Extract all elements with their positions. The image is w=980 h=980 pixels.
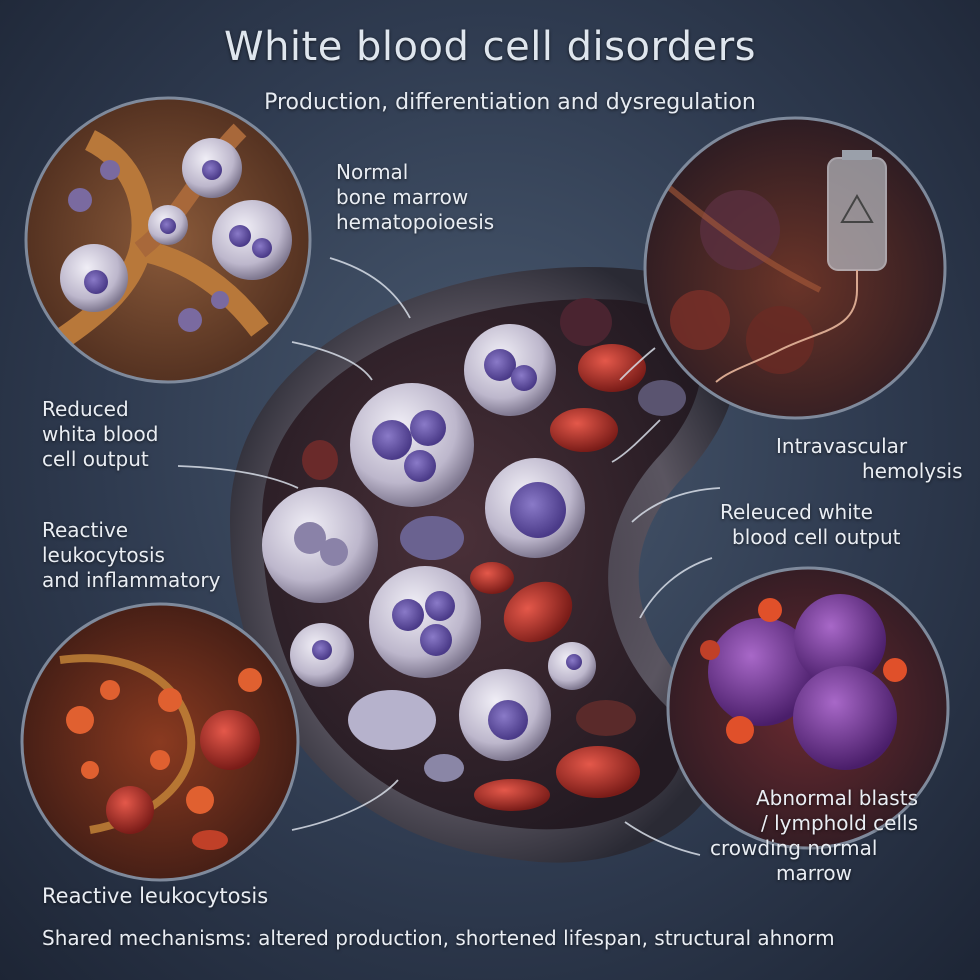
iv-bag-icon: [715, 150, 887, 383]
inset-hemolysis: [643, 116, 947, 420]
label-line: Normal: [336, 160, 409, 184]
label-reactive-bottom: Reactive leukocytosis: [42, 884, 269, 908]
label-reduced-output-right: Releuced white blood cell output: [720, 500, 901, 550]
label-reduced-output-left: Reduced whita blood cell output: [42, 397, 158, 472]
label-line: and inflammatory: [42, 568, 221, 592]
label-line: Intravascular: [776, 434, 908, 458]
wbc-cell: [464, 324, 556, 416]
page-title: White blood cell disorders: [224, 24, 756, 70]
label-line: / lymphold cells: [760, 811, 918, 835]
label-line: cell output: [42, 447, 149, 471]
wbc-cell: [485, 458, 585, 558]
label-line: blood cell output: [732, 525, 901, 549]
label-normal-marrow: Normal bone marrow hematopoioesis: [336, 160, 494, 235]
label-line: Reactive: [42, 518, 129, 542]
label-abnormal-blasts: Abnormal blasts / lymphold cells crowdin…: [710, 786, 918, 886]
label-reactive-inflammatory: Reactive leukocytosis and inflammatory: [42, 518, 220, 593]
wbc-cell: [290, 623, 354, 687]
wbc-cell: [350, 383, 474, 507]
label-line: crowding normal: [710, 836, 878, 860]
white-blood-cells: [262, 324, 596, 761]
label-line: hemolysis: [862, 459, 963, 483]
label-line: bone marrow: [336, 185, 469, 209]
label-line: Abnormal blasts: [755, 786, 918, 810]
label-line: leukocytosis: [42, 543, 165, 567]
wbc-cell: [262, 487, 378, 603]
wbc-cell: [400, 516, 464, 560]
page-subtitle: Production, differentiation and dysregul…: [264, 90, 756, 115]
wbc-cell: [548, 642, 596, 690]
label-intravascular-hemolysis: Intravascular hemolysis: [776, 434, 963, 484]
wbc-cell: [348, 690, 436, 750]
label-line: whita blood: [42, 422, 159, 446]
wbc-cell: [459, 669, 551, 761]
label-line: marrow: [776, 861, 852, 885]
label-line: Reduced: [42, 397, 129, 421]
pointer-lines: [177, 257, 721, 856]
footer-caption: Shared mechanisms: altered production, s…: [42, 926, 835, 950]
inset-reactive: [20, 602, 300, 882]
label-line: Releuced white: [720, 500, 873, 524]
inset-normal-marrow: [24, 96, 312, 384]
inset-abnormal-blasts: [666, 566, 950, 850]
red-blood-cells: [302, 298, 686, 811]
label-line: hematopoioesis: [336, 210, 495, 234]
wbc-cell: [369, 566, 481, 678]
